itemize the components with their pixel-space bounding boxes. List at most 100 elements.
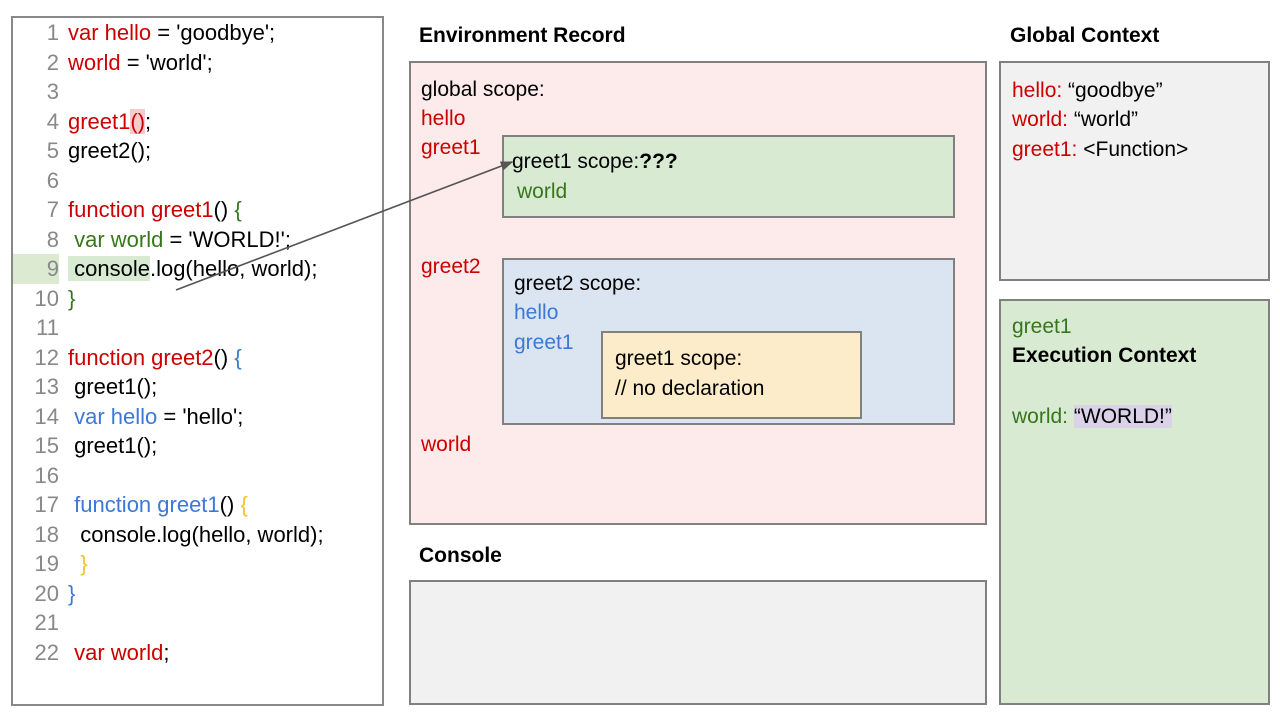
global-scope-label: global scope: (421, 78, 545, 101)
execution-context-key: world: (1012, 405, 1069, 428)
global-binding-greet1: greet1 (421, 136, 481, 159)
global-context-key: world: (1012, 108, 1069, 131)
execution-context-value: “WORLD!” (1073, 405, 1172, 428)
code-token: = 'world'; (120, 49, 213, 75)
code-line[interactable]: 19 } (13, 549, 382, 579)
global-context-title: Global Context (1010, 24, 1160, 47)
code-line-number: 3 (46, 79, 59, 104)
code-line-text: greet1(); (59, 372, 157, 402)
code-token: function greet1 (68, 492, 220, 517)
code-token: world (68, 49, 121, 75)
code-line-number: 17 (34, 492, 59, 517)
code-line-text: greet1(); (59, 107, 151, 137)
greet2-scope-binding-hello: hello (514, 301, 559, 324)
code-line[interactable]: 18 console.log(hello, world); (13, 520, 382, 550)
code-token: greet1(); (68, 433, 158, 458)
greet2-scope-binding-greet1: greet1 (514, 331, 574, 354)
code-line-text: greet1(); (59, 431, 157, 461)
code-line-number: 20 (34, 580, 59, 606)
code-token: = 'goodbye'; (151, 20, 276, 45)
code-line-text: } (59, 579, 75, 609)
code-token: greet2(); (68, 138, 152, 163)
code-line-number: 9 (13, 254, 59, 284)
code-line-text: console.log(hello, world); (59, 254, 317, 284)
code-token: .log(hello, world); (149, 256, 318, 281)
code-token: var hello (68, 20, 152, 45)
code-line-number: 15 (34, 433, 59, 458)
code-token: } (68, 285, 76, 311)
code-line-text: world = 'world'; (59, 48, 213, 78)
global-context-key: hello: (1012, 79, 1063, 102)
code-line[interactable]: 22 var world; (13, 638, 382, 668)
code-line[interactable]: 21 (13, 608, 382, 638)
code-line[interactable]: 5 greet2(); (13, 136, 382, 166)
code-token: { (234, 197, 242, 222)
code-line[interactable]: 16 (13, 461, 382, 491)
code-token: ; (145, 108, 152, 134)
global-context-key: greet1: (1012, 138, 1078, 161)
console-title: Console (419, 544, 502, 567)
code-line[interactable]: 10} (13, 284, 382, 314)
execution-context-row: world: “WORLD!” (1012, 405, 1172, 429)
greet1-inner-scope-box (601, 331, 862, 419)
code-token: () (213, 344, 235, 370)
code-token: } (68, 580, 76, 606)
code-line-number: 21 (34, 610, 59, 635)
code-line-number: 14 (34, 403, 59, 429)
code-token: } (68, 551, 88, 576)
console-output-panel[interactable] (409, 580, 987, 705)
code-line-text: } (59, 549, 88, 579)
code-line-number: 13 (34, 374, 59, 399)
code-line-number: 1 (46, 20, 59, 45)
code-token: = 'WORLD!'; (163, 226, 291, 252)
code-line-text: function greet2() { (59, 343, 242, 373)
code-line-text: console.log(hello, world); (59, 520, 323, 550)
code-token: { (240, 492, 248, 517)
code-token: function greet2 (68, 344, 214, 370)
code-token: ; (163, 639, 170, 665)
code-token: var world (68, 226, 164, 252)
global-context-row: world: “world” (1012, 108, 1138, 132)
code-line-number: 10 (34, 285, 59, 311)
code-line[interactable]: 13 greet1(); (13, 372, 382, 402)
code-line[interactable]: 17 function greet1() { (13, 490, 382, 520)
execution-context-panel (999, 299, 1270, 705)
greet1-inner-scope-title: greet1 scope: (615, 347, 743, 370)
code-line[interactable]: 20} (13, 579, 382, 609)
code-line[interactable]: 8 var world = 'WORLD!'; (13, 225, 382, 255)
global-context-panel (999, 61, 1270, 281)
code-line[interactable]: 9 console.log(hello, world); (13, 254, 382, 284)
code-token: function greet1 (68, 197, 214, 222)
code-line[interactable]: 11 (13, 313, 382, 343)
code-line-number: 6 (46, 167, 59, 193)
global-context-value: <Function> (1083, 138, 1189, 161)
code-line-number: 5 (46, 138, 59, 163)
code-line-text: function greet1() { (59, 195, 242, 225)
code-line[interactable]: 14 var hello = 'hello'; (13, 402, 382, 432)
code-line[interactable]: 15 greet1(); (13, 431, 382, 461)
code-token: console (68, 256, 150, 281)
code-line[interactable]: 3 (13, 77, 382, 107)
code-token: greet1 (68, 108, 131, 134)
code-line-text: } (59, 284, 75, 314)
code-token: () (213, 197, 235, 222)
code-token: { (234, 344, 242, 370)
greet1-scope-title-text: greet1 scope: (512, 150, 640, 173)
code-line-number: 11 (36, 315, 59, 340)
code-line-text: var hello = 'goodbye'; (59, 18, 275, 48)
code-line-text: var hello = 'hello'; (59, 402, 243, 432)
environment-record-title: Environment Record (419, 24, 626, 47)
greet1-inner-scope-note: // no declaration (615, 377, 765, 400)
code-line-number: 12 (34, 344, 59, 370)
code-line[interactable]: 6 (13, 166, 382, 196)
greet1-scope-box (502, 135, 955, 218)
code-line-number: 19 (34, 551, 59, 576)
global-context-row: hello: “goodbye” (1012, 79, 1163, 103)
